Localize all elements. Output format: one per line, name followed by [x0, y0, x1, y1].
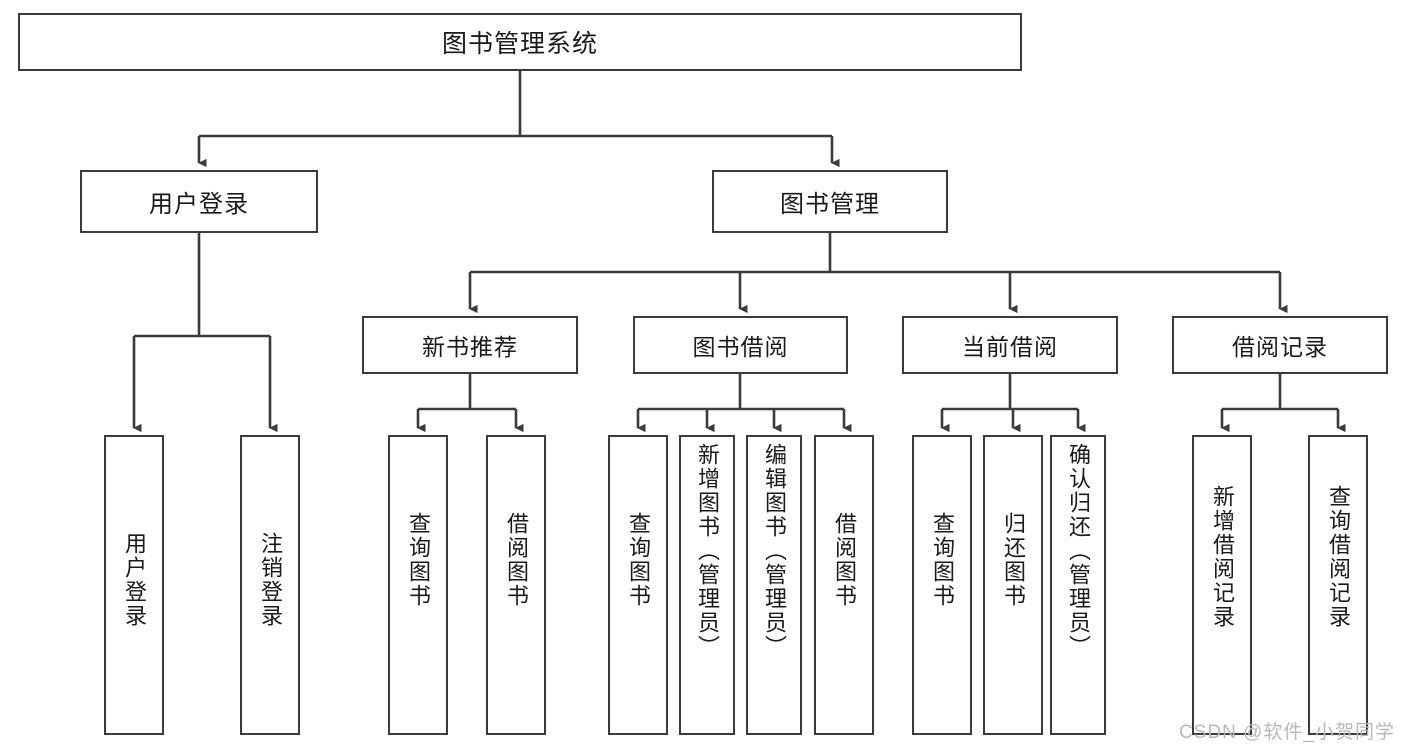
node-borrow-record-label: 借阅记录 — [1232, 334, 1328, 360]
node-leaf-edit-book[interactable]: 编辑图书（管理员） — [746, 435, 802, 735]
node-leaf-borrow-book-1[interactable]: 借阅图书 — [486, 435, 546, 735]
node-leaf-return-book[interactable]: 归还图书 — [983, 435, 1043, 735]
node-leaf-query-book-1[interactable]: 查询图书 — [388, 435, 448, 735]
node-leaf-query-record-label: 查询借阅记录 — [1325, 485, 1351, 629]
node-book-borrow[interactable]: 图书借阅 — [633, 316, 848, 374]
node-book-borrow-label: 图书借阅 — [692, 334, 789, 360]
node-current-borrow-label: 当前借阅 — [962, 334, 1058, 360]
node-borrow-record[interactable]: 借阅记录 — [1172, 316, 1388, 374]
node-leaf-confirm-return-label: 确认归还（管理员） — [1065, 443, 1091, 659]
node-leaf-edit-book-label: 编辑图书（管理员） — [761, 443, 787, 659]
node-current-borrow[interactable]: 当前借阅 — [902, 316, 1118, 374]
node-root[interactable]: 图书管理系统 — [18, 13, 1022, 71]
node-new-book-rec-label: 新书推荐 — [422, 334, 518, 360]
node-leaf-borrow-book-2[interactable]: 借阅图书 — [814, 435, 874, 735]
node-root-label: 图书管理系统 — [441, 30, 598, 58]
node-leaf-user-logout[interactable]: 注销登录 — [240, 435, 300, 735]
node-leaf-user-logout-label: 注销登录 — [257, 532, 283, 628]
node-leaf-query-book-2-label: 查询图书 — [625, 512, 651, 608]
node-leaf-add-record-label: 新增借阅记录 — [1209, 485, 1235, 629]
node-leaf-add-book[interactable]: 新增图书（管理员） — [679, 435, 735, 735]
node-leaf-borrow-book-2-label: 借阅图书 — [831, 512, 857, 608]
node-user-login-label: 用户登录 — [149, 191, 249, 218]
node-leaf-user-login-label: 用户登录 — [121, 532, 147, 628]
node-book-manage[interactable]: 图书管理 — [712, 170, 948, 233]
node-leaf-query-book-3-label: 查询图书 — [929, 512, 955, 608]
node-leaf-borrow-book-1-label: 借阅图书 — [503, 512, 529, 608]
node-leaf-query-book-3[interactable]: 查询图书 — [912, 435, 972, 735]
node-new-book-rec[interactable]: 新书推荐 — [362, 316, 578, 374]
node-user-login[interactable]: 用户登录 — [80, 170, 318, 233]
node-leaf-add-record[interactable]: 新增借阅记录 — [1192, 435, 1252, 735]
node-leaf-confirm-return[interactable]: 确认归还（管理员） — [1050, 435, 1106, 735]
node-leaf-return-book-label: 归还图书 — [1000, 512, 1026, 608]
node-leaf-query-book-1-label: 查询图书 — [405, 512, 431, 608]
node-leaf-user-login[interactable]: 用户登录 — [104, 435, 164, 735]
node-book-manage-label: 图书管理 — [780, 191, 880, 218]
csdn-watermark: CSDN @软件_小贺同学 — [1179, 722, 1395, 743]
node-leaf-query-book-2[interactable]: 查询图书 — [608, 435, 668, 735]
node-leaf-query-record[interactable]: 查询借阅记录 — [1308, 435, 1368, 735]
node-leaf-add-book-label: 新增图书（管理员） — [694, 443, 720, 659]
